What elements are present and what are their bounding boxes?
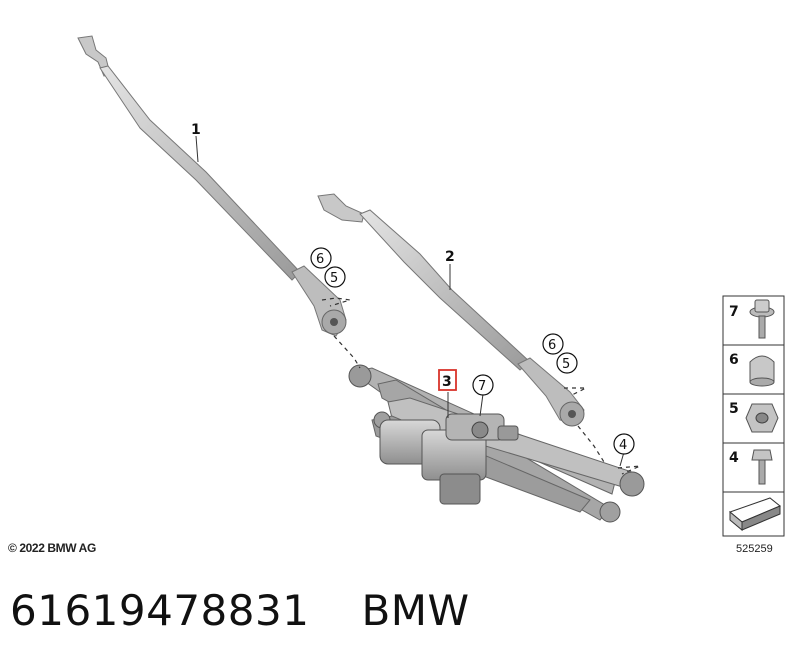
brand-name: BMW <box>361 586 470 635</box>
bolt-flange-icon <box>749 299 775 339</box>
callout-3-highlight <box>438 369 457 391</box>
callout-6-left[interactable]: 6 <box>316 252 324 267</box>
wiper-arm-left <box>77 35 347 337</box>
diagram-reference-number: 525259 <box>736 543 773 555</box>
callout-4[interactable]: 4 <box>619 438 627 453</box>
hex-nut-icon <box>745 403 779 433</box>
legend-num-5: 5 <box>729 401 739 417</box>
legend-num-7: 7 <box>729 304 739 320</box>
legend-num-6: 6 <box>729 352 739 368</box>
callout-6-right[interactable]: 6 <box>548 338 556 353</box>
part-number: 61619478831 <box>10 586 310 635</box>
callout-5-right[interactable]: 5 <box>562 357 570 372</box>
callout-3[interactable]: 3 <box>442 374 452 390</box>
callout-1[interactable]: 1 <box>191 122 201 138</box>
callout-5-left[interactable]: 5 <box>330 271 338 286</box>
footer: 61619478831 BMW <box>10 586 470 646</box>
leader-lines <box>321 297 641 475</box>
parts-diagram: 1 2 3 6 5 6 5 7 4 7 6 5 4 <box>77 35 785 537</box>
arrow-plate-icon <box>729 497 781 532</box>
wiper-linkage-with-motor <box>348 364 645 523</box>
callout-7[interactable]: 7 <box>478 379 486 394</box>
legend-panel: 7 6 5 4 <box>722 295 785 537</box>
screw-icon <box>751 449 773 485</box>
legend-num-4: 4 <box>729 450 739 466</box>
cap-icon <box>749 355 775 387</box>
callout-2[interactable]: 2 <box>445 249 455 265</box>
copyright-text: © 2022 BMW AG <box>8 541 96 555</box>
wiper-arm-right <box>317 193 585 427</box>
